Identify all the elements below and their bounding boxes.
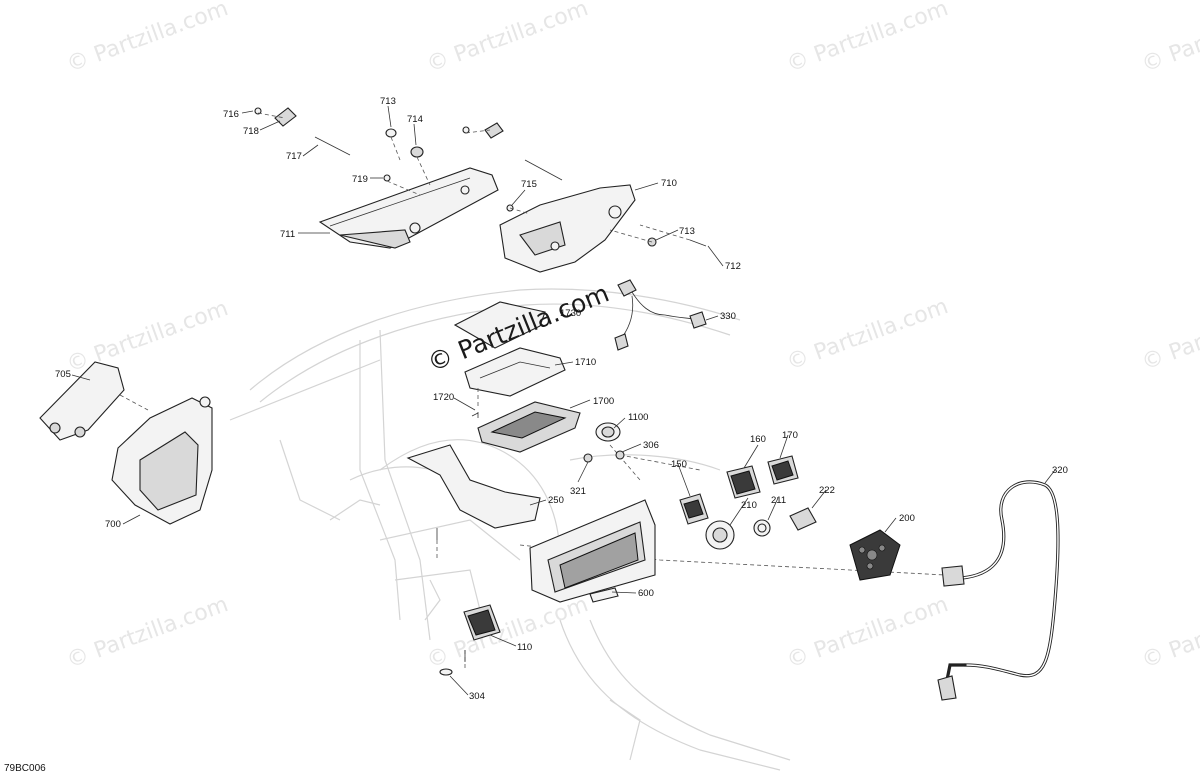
ecu-1700 xyxy=(471,401,581,453)
switch-150 xyxy=(679,493,709,525)
watermark: © Partzilla.com xyxy=(784,294,952,376)
diagram-code: 79BC006 xyxy=(4,763,46,774)
callout-222: 222 xyxy=(819,485,835,496)
callout-714: 714 xyxy=(407,114,423,125)
callout-leaders xyxy=(71,105,1056,696)
ignition-210 xyxy=(705,520,735,550)
display-cluster-600 xyxy=(529,499,656,603)
callout-labels: 716 718 717 719 713 714 715 710 711 713 … xyxy=(55,96,1068,702)
bracket-1710 xyxy=(464,347,566,397)
callout-170: 170 xyxy=(782,430,798,441)
callout-1700: 1700 xyxy=(593,396,614,407)
callout-306: 306 xyxy=(643,440,659,451)
watermark: © Partzilla.com xyxy=(1139,0,1200,78)
callout-715: 715 xyxy=(521,179,537,190)
callout-321: 321 xyxy=(570,486,586,497)
callout-1730: 1730 xyxy=(560,308,581,319)
bracket-710 xyxy=(499,184,636,273)
watermark: © Partzilla.com xyxy=(424,0,592,78)
callout-150: 150 xyxy=(671,459,687,470)
callout-713-top: 713 xyxy=(380,96,396,107)
watermark: © Partzilla.com xyxy=(64,296,232,378)
nut-211 xyxy=(753,519,771,537)
callout-710: 710 xyxy=(661,178,677,189)
module-705 xyxy=(39,361,125,441)
switch-160 xyxy=(726,465,761,499)
callout-600: 600 xyxy=(638,588,654,599)
callout-713-right: 713 xyxy=(679,226,695,237)
watermark: © Partzilla.com xyxy=(784,592,952,674)
connector-222 xyxy=(789,507,817,531)
callout-717: 717 xyxy=(286,151,302,162)
callout-719: 719 xyxy=(352,174,368,185)
callout-210: 210 xyxy=(741,500,757,511)
callout-110: 110 xyxy=(517,642,532,653)
callout-716: 716 xyxy=(223,109,239,120)
watermark: © Partzilla.com xyxy=(424,592,592,674)
bracket-711 xyxy=(318,167,499,249)
cable-320 xyxy=(937,480,1060,701)
callout-718: 718 xyxy=(243,126,259,137)
watermark: © Partzilla.com xyxy=(64,0,232,78)
callout-330: 330 xyxy=(720,311,736,322)
callout-1710: 1710 xyxy=(575,357,596,368)
callout-320: 320 xyxy=(1052,465,1068,476)
callout-304: 304 xyxy=(469,691,485,702)
watermark: © Partzilla.com xyxy=(64,592,232,674)
callout-705: 705 xyxy=(55,369,71,380)
callout-1720: 1720 xyxy=(433,392,454,403)
callout-712: 712 xyxy=(725,261,741,272)
switch-110 xyxy=(463,604,501,641)
module-700 xyxy=(111,396,213,525)
callout-211: 211 xyxy=(771,495,786,506)
watermark: © Partzilla.com xyxy=(784,0,952,78)
callout-1100: 1100 xyxy=(628,412,648,423)
bracket-250 xyxy=(406,444,541,540)
assembly-guides xyxy=(119,112,946,670)
harness-330 xyxy=(614,279,707,351)
fasteners xyxy=(439,412,625,676)
control-pad-200 xyxy=(849,529,901,581)
callout-700: 700 xyxy=(105,519,121,530)
ecu-cover-1730 xyxy=(453,301,546,349)
callout-711: 711 xyxy=(280,229,295,240)
callout-160: 160 xyxy=(750,434,766,445)
switch-170 xyxy=(767,455,799,485)
ghost-frame xyxy=(229,288,791,771)
watermark: © Partzilla.com xyxy=(1139,294,1200,376)
callout-200: 200 xyxy=(899,513,915,524)
watermark: © Partzilla.com xyxy=(1139,592,1200,674)
callout-250: 250 xyxy=(548,495,564,506)
